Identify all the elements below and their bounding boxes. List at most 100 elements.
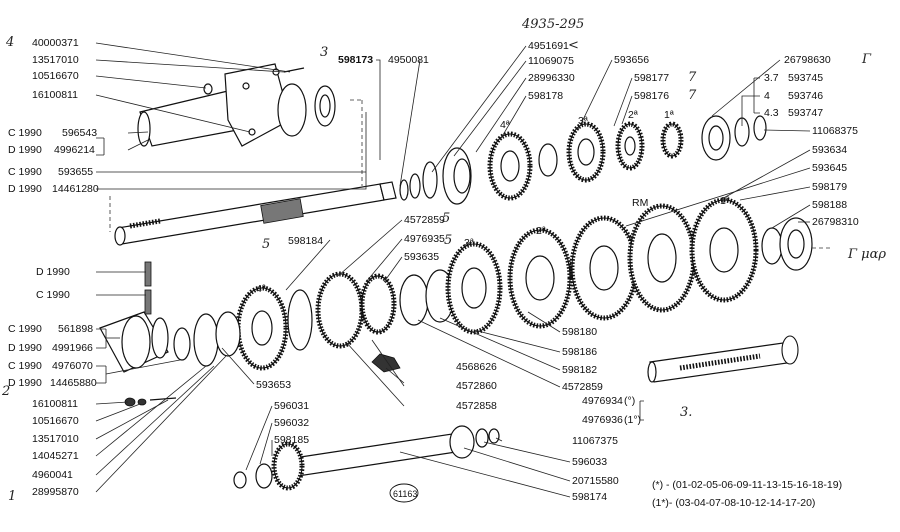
label-right-11: 598188 — [812, 199, 847, 211]
label-left-10-prefix: C 1990 — [8, 323, 42, 335]
gear-3rd-top — [566, 121, 606, 183]
footnote-1: (1*)- (03-04-07-08-10-12-14-17-20) — [652, 497, 815, 509]
label-left-13-prefix: D 1990 — [8, 377, 42, 389]
label-center-12: 4572860 — [456, 380, 497, 392]
label-center-8: 4976935 — [404, 233, 445, 245]
label-center-3: 11069075 — [528, 55, 574, 67]
label-left-5-prefix: D 1990 — [8, 144, 42, 156]
ordinal-5: 4ª — [256, 283, 266, 295]
label-left-9-prefix: C 1990 — [36, 289, 70, 301]
label-left-12: 4976070 — [52, 360, 93, 372]
gear-2nd-top — [615, 121, 645, 171]
ordinal-2: 2ª — [628, 109, 638, 121]
ordinal-6: 3ª — [464, 237, 474, 249]
label-left-1: 13517010 — [32, 54, 79, 66]
label-center-6: 598184 — [288, 235, 323, 247]
label-left-16: 13517010 — [32, 433, 79, 445]
label-center-11: 4568626 — [456, 361, 497, 373]
label-center-7: 4572859 — [404, 214, 445, 226]
label-left-2: 10516670 — [32, 70, 79, 82]
gear-1st-top — [660, 121, 684, 159]
label-right-5: 593746 — [788, 90, 823, 102]
handwritten-5: Γ μαρ — [847, 247, 886, 262]
handwritten-3: 5 — [442, 211, 450, 226]
label-left-13: 14465880 — [50, 377, 97, 389]
label-right-4: 593745 — [788, 72, 823, 84]
label-left-7: 14461280 — [52, 183, 99, 195]
label-left-12-prefix: C 1990 — [8, 360, 42, 372]
bracket-prefix-1: 4 — [764, 90, 770, 102]
label-left-4: 596543 — [62, 127, 97, 139]
footnote-0: (*) - (01-02-05-06-09-11-13-15-16-18-19) — [652, 479, 842, 491]
output-shaft — [647, 335, 799, 383]
label-right-13: 598180 — [562, 326, 597, 338]
gear-4th-main — [235, 285, 289, 371]
label-left-18: 4960041 — [32, 469, 73, 481]
part-labels: 40000371 13517010 10516670 16100811 C 19… — [8, 37, 859, 509]
ordinal-1: 3ª — [578, 115, 588, 127]
ordinal-8: 1ª — [720, 195, 730, 207]
countershaft — [233, 425, 500, 491]
gear-reverse-main — [569, 215, 639, 321]
label-left-15: 10516670 — [32, 415, 79, 427]
label-right-14: 598186 — [562, 346, 597, 358]
label-left-17: 14045271 — [32, 450, 79, 462]
label-right-15: 598182 — [562, 364, 597, 376]
parts-drawing — [99, 63, 830, 491]
ordinal-7: 2ª — [536, 225, 546, 237]
label-left-8-prefix: D 1990 — [36, 266, 70, 278]
label-left-19: 28995870 — [32, 486, 79, 498]
label-right-18: 4976936 — [582, 414, 623, 426]
bracket-prefix-0: 3.7 — [764, 72, 779, 84]
input-shaft — [114, 181, 397, 246]
label-center-13: 4572858 — [456, 400, 497, 412]
label-left-4-prefix: C 1990 — [8, 127, 42, 139]
handwritten-0: 4935-295 — [521, 17, 584, 32]
gear-3rd-main — [445, 241, 503, 335]
handwritten-10: 7 — [688, 88, 697, 103]
handwritten-9: 7 — [688, 70, 697, 85]
label-center-1: 4950081 — [388, 54, 429, 66]
bearing-housing-middle — [99, 261, 241, 373]
gear-2nd-main — [507, 227, 573, 329]
label-center-16: 598185 — [274, 434, 309, 446]
label-right-7: 11068375 — [812, 125, 858, 137]
label-center-10: 593653 — [256, 379, 291, 391]
label-center-17: 598174 — [572, 491, 607, 503]
ordinal-4: RM — [632, 197, 648, 209]
label-right-3: 26798630 — [784, 54, 831, 66]
ordinal-0: 4ª — [500, 119, 510, 131]
label-right-0: 593656 — [614, 54, 649, 66]
label-center-14: 596031 — [274, 400, 309, 412]
label-left-0: 40000371 — [32, 37, 79, 49]
label-right-2: 598176 — [634, 90, 669, 102]
label-left-7-prefix: D 1990 — [8, 183, 42, 195]
handwritten-1: < — [568, 38, 579, 53]
label-center-9: 593635 — [404, 251, 439, 263]
handwritten-2: Γ — [861, 52, 872, 67]
bearing-housing-top — [137, 63, 336, 147]
annotation-0: (°) — [624, 395, 635, 407]
label-left-6-prefix: C 1990 — [8, 166, 42, 178]
label-left-6: 593655 — [58, 166, 93, 178]
label-right-17: 4976934 — [582, 395, 623, 407]
label-center-5: 598178 — [528, 90, 563, 102]
top-row-bearings — [399, 147, 472, 205]
label-center-19: 596033 — [572, 456, 607, 468]
label-center-4: 28996330 — [528, 72, 575, 84]
label-right-6: 593747 — [788, 107, 823, 119]
label-left-11: 4991966 — [52, 342, 93, 354]
label-left-11-prefix: D 1990 — [8, 342, 42, 354]
leader-lines — [95, 42, 811, 498]
label-left-14: 16100811 — [32, 398, 78, 410]
label-right-12: 26798310 — [812, 216, 859, 228]
label-left-5: 4996214 — [54, 144, 95, 156]
top-row-gears — [487, 115, 767, 201]
label-right-8: 593634 — [812, 144, 847, 156]
handwritten-11: 2 — [1, 384, 10, 399]
handwritten-12: 1 — [8, 489, 16, 504]
handwritten-7: 3 — [320, 45, 328, 60]
main-shaft-gears — [235, 197, 813, 371]
